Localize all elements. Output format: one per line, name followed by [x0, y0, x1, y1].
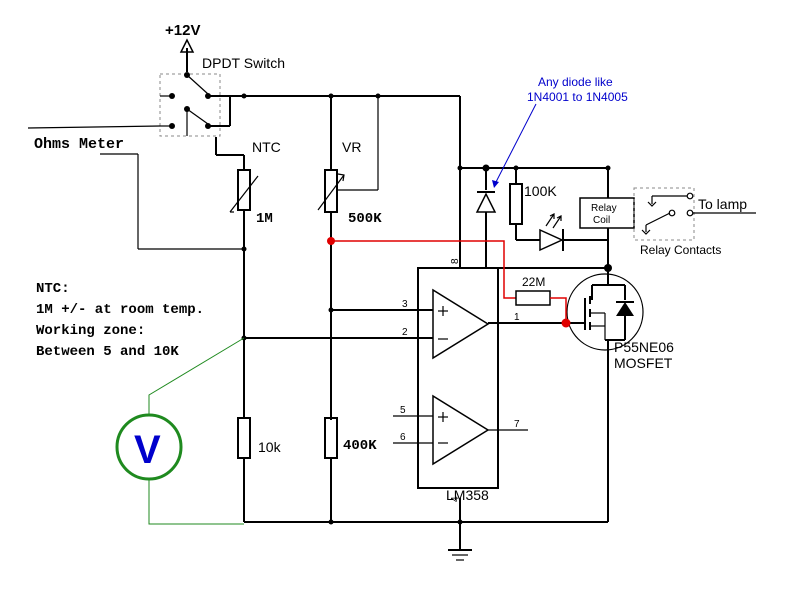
ground-rail — [244, 498, 608, 561]
mosfet-type-label: MOSFET — [614, 355, 673, 371]
feedback-path: 22M — [327, 237, 571, 328]
diode-note-line2: 1N4001 to 1N4005 — [527, 90, 628, 104]
dpdt-switch: DPDT Switch — [159, 55, 285, 137]
opamp-pin-5: 5 — [400, 405, 406, 416]
notes-line4: Between 5 and 10K — [36, 344, 179, 360]
switch-label: DPDT Switch — [202, 55, 285, 71]
voltmeter-symbol: V — [134, 428, 161, 472]
opamp-pin-3: 3 — [402, 299, 408, 310]
opamp-pin-4: 4 — [450, 496, 461, 502]
relay-output-label: To lamp — [698, 196, 747, 212]
opamp-lm358: 3 2 1 5 6 7 8 4 LM358 — [244, 258, 568, 503]
top-rail-wire — [208, 95, 608, 268]
ntc-notes: NTC: 1M +/- at room temp. Working zone: … — [36, 281, 204, 360]
ntc-value: 1M — [256, 211, 273, 227]
supply-terminal: +12V — [165, 22, 200, 72]
ohms-meter-lead: Ohms Meter — [27, 125, 244, 250]
resistor-400k-value: 400K — [343, 438, 377, 454]
opamp-pin-1: 1 — [514, 312, 520, 323]
mosfet-part-label: P55NE06 — [614, 339, 674, 355]
indicator-led — [539, 213, 608, 252]
mosfet-p55ne06: P55NE06 MOSFET — [566, 264, 674, 522]
diode-note: Any diode like 1N4001 to 1N4005 — [492, 75, 628, 188]
ntc-thermistor: NTC 1M — [229, 139, 281, 522]
ohms-meter-label: Ohms Meter — [34, 136, 124, 153]
relay-coil-line2: Coil — [593, 215, 610, 226]
vr-value: 500K — [348, 211, 382, 227]
resistor-22m-value: 22M — [522, 275, 545, 289]
resistor-400k: 400K — [324, 417, 377, 522]
resistor-100k: 100K — [509, 165, 557, 241]
opamp-pin-6: 6 — [400, 432, 406, 443]
relay-contacts: To lamp Relay Contacts — [633, 187, 756, 257]
opamp-pin-7: 7 — [514, 419, 520, 430]
diode-note-line1: Any diode like — [538, 75, 613, 89]
resistor-100k-value: 100K — [524, 183, 557, 199]
relay-contacts-label: Relay Contacts — [640, 243, 721, 257]
vr-name: VR — [342, 139, 361, 155]
flyback-diode — [457, 164, 608, 269]
voltmeter: V — [115, 337, 245, 525]
opamp-part-label: LM358 — [446, 487, 489, 503]
opamp-pin-8: 8 — [450, 258, 461, 264]
vr-potentiometer: VR 500K — [241, 93, 382, 420]
ntc-name: NTC — [252, 139, 281, 155]
relay-coil-line1: Relay — [591, 203, 617, 214]
resistor-10k-value: 10k — [258, 439, 282, 455]
opamp-pin-2: 2 — [402, 327, 408, 338]
notes-line3: Working zone: — [36, 323, 145, 339]
resistor-10k: 10k — [237, 417, 282, 459]
supply-label: +12V — [165, 22, 200, 39]
notes-line1: NTC: — [36, 281, 70, 297]
notes-line2: 1M +/- at room temp. — [36, 302, 204, 318]
relay-coil: Relay Coil — [579, 165, 635, 268]
